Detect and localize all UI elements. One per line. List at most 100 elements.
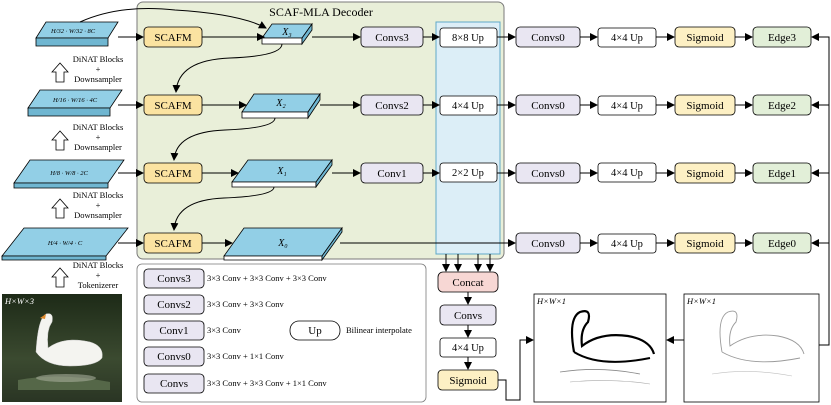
svg-text:H/32 · W/32 · 8C: H/32 · W/32 · 8C [50, 28, 96, 35]
row2-up: 4×4 Up [597, 95, 657, 116]
scafm-block-0: SCAFM [143, 232, 203, 254]
svg-text:Convs: Convs [454, 310, 482, 322]
svg-text:4×4 Up: 4×4 Up [611, 33, 643, 44]
scafm-block-1: SCAFM [143, 162, 203, 184]
svg-text:4×4 Up: 4×4 Up [611, 101, 643, 112]
svg-text:H/8 · W/8 · 2C: H/8 · W/8 · 2C [49, 170, 88, 177]
up-2x2-block: 2×2 Up [439, 162, 498, 183]
svg-text:X₂: X₂ [275, 98, 286, 109]
svg-text:SCAFM: SCAFM [154, 168, 192, 180]
svg-text:SCAFM: SCAFM [154, 238, 192, 250]
svg-text:DiNAT Blocks: DiNAT Blocks [73, 122, 124, 132]
svg-text:Convs2: Convs2 [375, 100, 409, 112]
encoder-slab-s0: H/4 · W/4 · C [1, 227, 129, 261]
encoder-slab-s2: H/16 · W/16 · 4C [27, 89, 123, 117]
svg-text:3×3 Conv: 3×3 Conv [207, 325, 242, 335]
svg-text:Tokenizerer: Tokenizerer [78, 280, 119, 290]
svg-text:Convs0: Convs0 [157, 351, 191, 363]
svg-text:Sigmoid: Sigmoid [686, 238, 724, 250]
svg-text:2×2 Up: 2×2 Up [452, 168, 484, 179]
row3-up: 4×4 Up [597, 27, 657, 48]
edge1-output: Edge1 [752, 162, 812, 184]
row1-up: 4×4 Up [597, 162, 657, 183]
svg-text:Convs3: Convs3 [375, 32, 409, 44]
svg-text:Convs0: Convs0 [531, 32, 565, 44]
concat-column [435, 21, 501, 255]
row3-sigmoid: Sigmoid [674, 26, 736, 48]
svg-text:Sigmoid: Sigmoid [449, 375, 487, 387]
svg-text:Edge2: Edge2 [768, 100, 796, 112]
gt-label: H×W×1 [686, 296, 716, 306]
legend-panel: Convs3 3×3 Conv + 3×3 Conv + 3×3 Conv Co… [136, 263, 427, 403]
svg-text:X₃: X₃ [281, 27, 292, 38]
conv1-block: Conv1 [360, 162, 424, 184]
edge0-output: Edge0 [752, 232, 812, 254]
svg-text:Convs0: Convs0 [531, 238, 565, 250]
svg-text:DiNAT Blocks: DiNAT Blocks [73, 190, 124, 200]
concat-block: Concat [437, 271, 499, 293]
bottom-sigmoid-block: Sigmoid [437, 369, 499, 391]
pred-label: H×W×1 [536, 296, 566, 306]
svg-text:+: + [96, 200, 101, 210]
row2-convs0: Convs0 [515, 94, 581, 116]
connectors [79, 8, 830, 401]
svg-text:3×3 Conv + 3×3 Conv + 3×3 Conv: 3×3 Conv + 3×3 Conv + 3×3 Conv [207, 273, 327, 283]
svg-text:Concat: Concat [452, 277, 483, 289]
svg-text:Edge0: Edge0 [768, 238, 797, 250]
feature-slab-x1: X₁ [231, 158, 333, 189]
encoder-stage-arrow-3: DiNAT Blocks + Downsampler [51, 190, 124, 220]
svg-text:H/4 · W/4 · C: H/4 · W/4 · C [47, 240, 83, 247]
svg-text:Convs: Convs [160, 378, 188, 390]
svg-text:Up: Up [308, 325, 322, 337]
row1-convs0: Convs0 [515, 162, 581, 184]
svg-text:3×3 Conv + 3×3 Conv: 3×3 Conv + 3×3 Conv [207, 299, 284, 309]
svg-text:4×4 Up: 4×4 Up [611, 239, 643, 250]
svg-text:Convs0: Convs0 [531, 168, 565, 180]
svg-text:4×4 Up: 4×4 Up [452, 101, 484, 112]
feature-slab-x0: X₀ [223, 226, 343, 262]
row0-up: 4×4 Up [597, 233, 657, 254]
svg-text:4×4 Up: 4×4 Up [611, 168, 643, 179]
up-8x8-block: 8×8 Up [439, 27, 498, 48]
svg-text:Downsampler: Downsampler [74, 210, 122, 220]
convs-block: Convs [439, 304, 497, 326]
svg-text:Downsampler: Downsampler [74, 74, 122, 84]
svg-text:+: + [96, 270, 101, 280]
encoder-slab-s1: H/8 · W/8 · 2C [13, 159, 125, 189]
svg-text:X₁: X₁ [276, 166, 287, 177]
predicted-edge-map: H×W×1 [533, 293, 667, 403]
row0-convs0: Convs0 [515, 232, 581, 254]
input-image: H×W×3 [2, 294, 122, 402]
input-label: H×W×3 [4, 296, 34, 306]
svg-text:3×3 Conv + 3×3 Conv + 1×1 Conv: 3×3 Conv + 3×3 Conv + 1×1 Conv [207, 378, 327, 388]
feature-slab-x2: X₂ [241, 92, 321, 120]
svg-text:Conv1: Conv1 [377, 168, 406, 180]
svg-text:Convs3: Convs3 [157, 273, 191, 285]
scafm-block-2: SCAFM [143, 94, 203, 116]
svg-text:Sigmoid: Sigmoid [686, 100, 724, 112]
edge2-output: Edge2 [752, 94, 812, 116]
svg-text:Downsampler: Downsampler [74, 142, 122, 152]
svg-text:SCAFM: SCAFM [154, 100, 192, 112]
svg-text:Convs0: Convs0 [531, 100, 565, 112]
convs3-block: Convs3 [360, 26, 424, 48]
svg-text:+: + [96, 64, 101, 74]
feature-slab-x3: X₃ [261, 22, 313, 46]
encoder-slab-s3: H/32 · W/32 · 8C [35, 21, 119, 47]
row2-sigmoid: Sigmoid [674, 94, 736, 116]
row0-sigmoid: Sigmoid [674, 232, 736, 254]
svg-text:Convs2: Convs2 [157, 299, 191, 311]
svg-text:DiNAT Blocks: DiNAT Blocks [73, 260, 124, 270]
bottom-up-block: 4×4 Up [439, 337, 497, 358]
svg-text:SCAFM: SCAFM [154, 32, 192, 44]
row1-sigmoid: Sigmoid [674, 162, 736, 184]
decoder-title: SCAF-MLA Decoder [269, 5, 373, 19]
svg-text:X₀: X₀ [277, 238, 288, 249]
svg-text:Bilinear interpolate: Bilinear interpolate [346, 325, 412, 335]
row3-convs0: Convs0 [515, 26, 581, 48]
svg-text:H/16 · W/16 · 4C: H/16 · W/16 · 4C [52, 97, 98, 104]
convs2-block: Convs2 [360, 94, 424, 116]
up-4x4-block: 4×4 Up [439, 95, 498, 116]
svg-text:Edge3: Edge3 [768, 32, 797, 44]
